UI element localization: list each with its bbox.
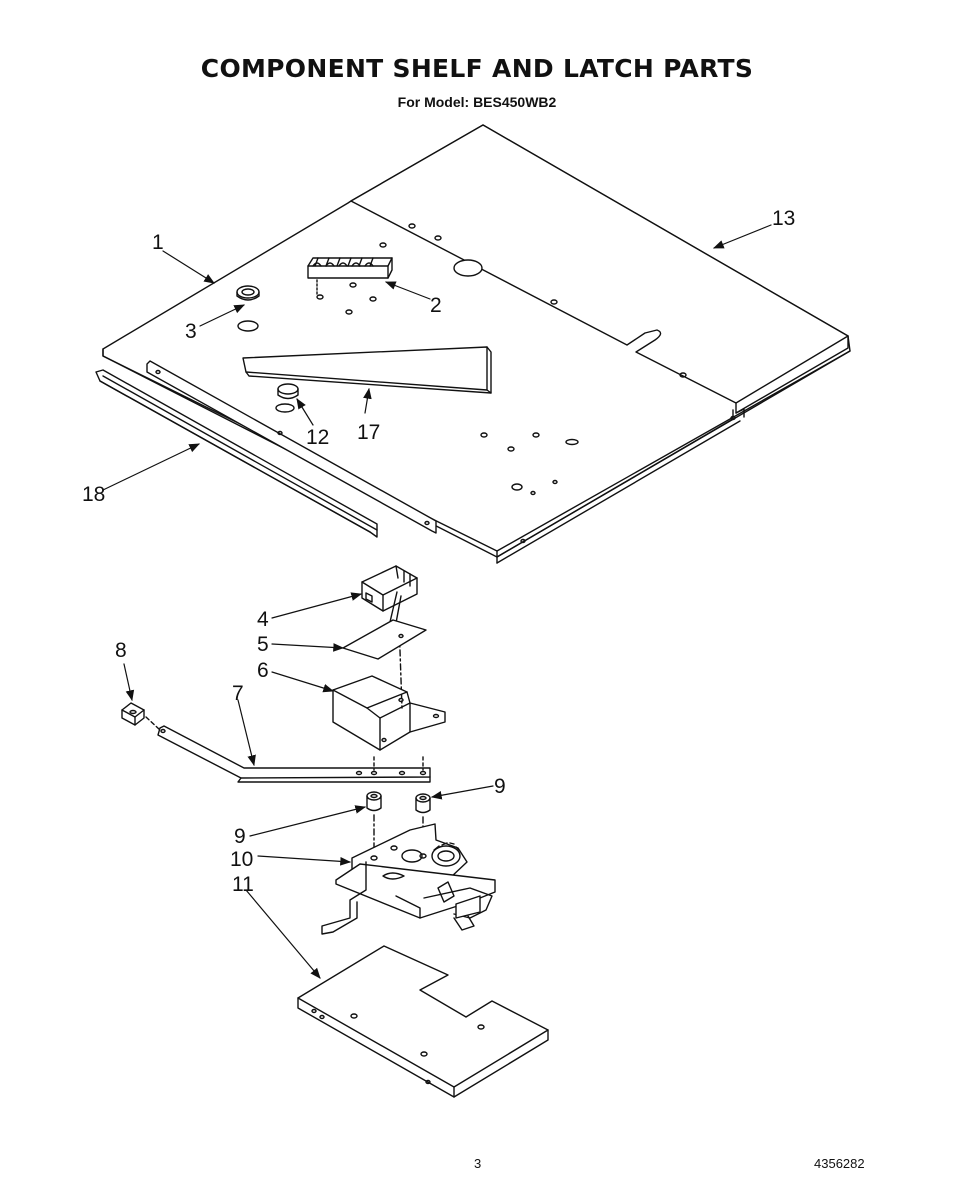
callout-11: 11: [232, 873, 254, 896]
shelf-holes: [316, 223, 736, 544]
callout-2: 2: [430, 294, 442, 317]
callout-5: 5: [257, 633, 269, 656]
callout-18: 18: [82, 483, 105, 506]
grommet: [236, 285, 260, 332]
page-number: 3: [474, 1156, 482, 1171]
callout-3: 3: [185, 320, 197, 343]
plug-button: [275, 383, 299, 413]
callout-10: 10: [230, 848, 253, 871]
cover-panel: [350, 124, 849, 414]
callout-4: 4: [257, 608, 269, 631]
callout-1: 1: [152, 231, 164, 254]
callout-12: 12: [306, 426, 329, 449]
document-number: 4356282: [814, 1156, 865, 1171]
leader-lines: [102, 224, 772, 979]
latch-mechanism: [321, 823, 496, 935]
shelf-bracket: [242, 346, 492, 394]
callout-17: 17: [357, 421, 380, 444]
latch-switch: [361, 565, 418, 624]
callout-8: 8: [115, 639, 127, 662]
switch-bracket: [332, 675, 446, 751]
stop-block: [121, 702, 161, 731]
callout-9-right: 9: [494, 775, 506, 798]
callout-6: 6: [257, 659, 269, 682]
callout-7: 7: [232, 682, 244, 705]
latch-link-bar: [157, 725, 431, 783]
latch-shield-plate: [297, 945, 549, 1098]
spacers: [366, 791, 431, 853]
page-title: COMPONENT SHELF AND LATCH PARTS: [200, 54, 754, 83]
callout-numbers: 1 2 3 12 17 13 18 4 5 6 7 8 9 9 10 11: [82, 207, 795, 896]
callout-13: 13: [772, 207, 795, 230]
switch-insulator: [342, 619, 427, 660]
model-subtitle: For Model: BES450WB2: [397, 94, 557, 110]
trim-strip: [95, 369, 378, 538]
callout-9-left: 9: [234, 825, 246, 848]
left-rail: [146, 360, 437, 534]
terminal-block: [307, 257, 393, 295]
